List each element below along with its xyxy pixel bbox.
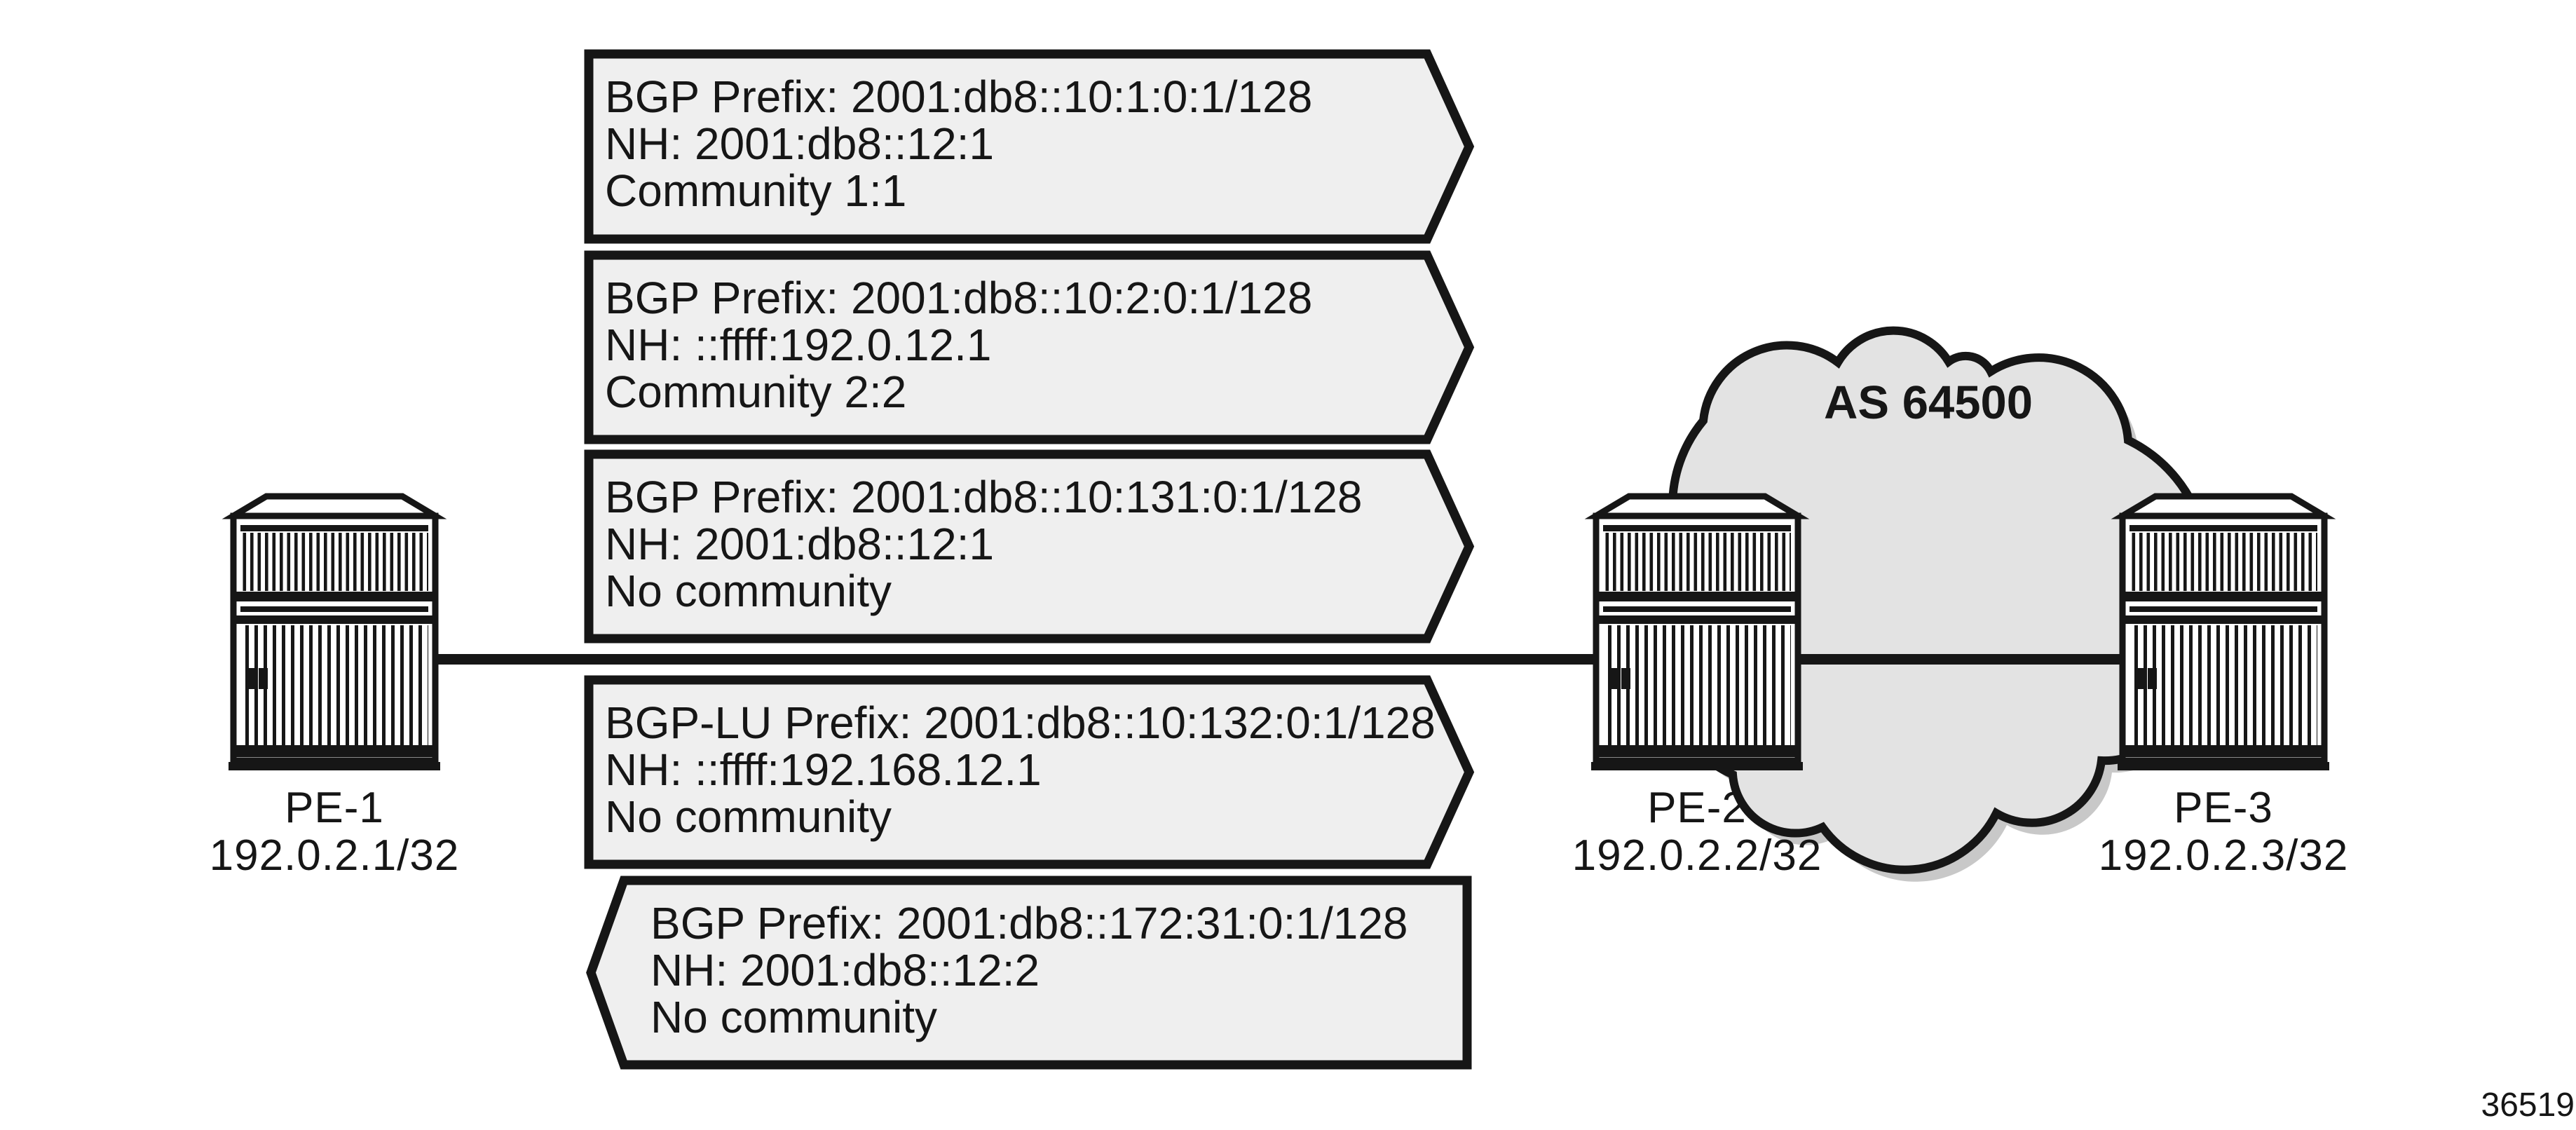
as-cloud-label: AS 64500 <box>1824 376 2033 429</box>
callout-2-text: BGP Prefix: 2001:db8::10:2:0:1/128 NH: :… <box>605 275 1418 416</box>
callout-3-text: BGP Prefix: 2001:db8::10:131:0:1/128 NH:… <box>605 474 1418 615</box>
link-pe1-pe2 <box>428 654 1619 665</box>
callout-shape-5 <box>586 876 1472 1070</box>
router-pe2-ip: 192.0.2.2/32 <box>1572 831 1822 880</box>
router-pe2-icon <box>1591 496 1803 770</box>
callout-2-line-nexthop: NH: ::ffff:192.0.12.1 <box>605 320 992 370</box>
callout-5-line-nexthop: NH: 2001:db8::12:2 <box>650 945 1040 995</box>
callout-2-line-community: Community 2:2 <box>605 367 907 417</box>
callout-shape-4 <box>584 675 1475 869</box>
callout-1-text: BGP Prefix: 2001:db8::10:1:0:1/128 NH: 2… <box>605 74 1418 215</box>
callout-5-text: BGP Prefix: 2001:db8::172:31:0:1/128 NH:… <box>650 900 1464 1041</box>
callout-3-line-prefix: BGP Prefix: 2001:db8::10:131:0:1/128 <box>605 472 1363 522</box>
router-pe1-ip: 192.0.2.1/32 <box>209 831 460 880</box>
router-pe2-label: PE-2 192.0.2.2/32 <box>1473 784 1921 880</box>
callout-3-line-nexthop: NH: 2001:db8::12:1 <box>605 519 995 569</box>
router-pe1-icon <box>229 496 440 770</box>
callout-4-text: BGP-LU Prefix: 2001:db8::10:132:0:1/128 … <box>605 697 1436 842</box>
callout-2-line-prefix: BGP Prefix: 2001:db8::10:2:0:1/128 <box>605 273 1313 323</box>
router-pe2-name: PE-2 <box>1647 784 1747 832</box>
callout-1-line-prefix: BGP Prefix: 2001:db8::10:1:0:1/128 <box>605 72 1313 122</box>
callout-3-line-community: No community <box>605 566 892 616</box>
router-pe3-ip: 192.0.2.3/32 <box>2098 831 2349 880</box>
figure-number: 36519 <box>2481 1087 2575 1124</box>
router-pe3-name: PE-3 <box>2174 784 2273 832</box>
callout-shape-1 <box>584 49 1475 244</box>
callout-5-line-community: No community <box>650 992 937 1042</box>
callout-5-line-prefix: BGP Prefix: 2001:db8::172:31:0:1/128 <box>650 898 1408 948</box>
callout-shape-3 <box>584 449 1475 644</box>
router-pe1-label: PE-1 192.0.2.1/32 <box>110 784 559 880</box>
router-pe3-label: PE-3 192.0.2.3/32 <box>1999 784 2448 880</box>
link-pe2-pe3 <box>1752 654 2173 665</box>
callout-4-line-nexthop: NH: ::ffff:192.168.12.1 <box>605 744 1042 795</box>
callout-shape-2 <box>584 250 1475 444</box>
callout-4-line-prefix: BGP-LU Prefix: 2001:db8::10:132:0:1/128 <box>605 697 1436 748</box>
router-pe3-icon <box>2118 496 2329 770</box>
callout-1-line-nexthop: NH: 2001:db8::12:1 <box>605 118 995 169</box>
callout-4-line-community: No community <box>605 791 892 842</box>
callout-1-line-community: Community 1:1 <box>605 165 907 216</box>
router-pe1-name: PE-1 <box>285 784 384 832</box>
